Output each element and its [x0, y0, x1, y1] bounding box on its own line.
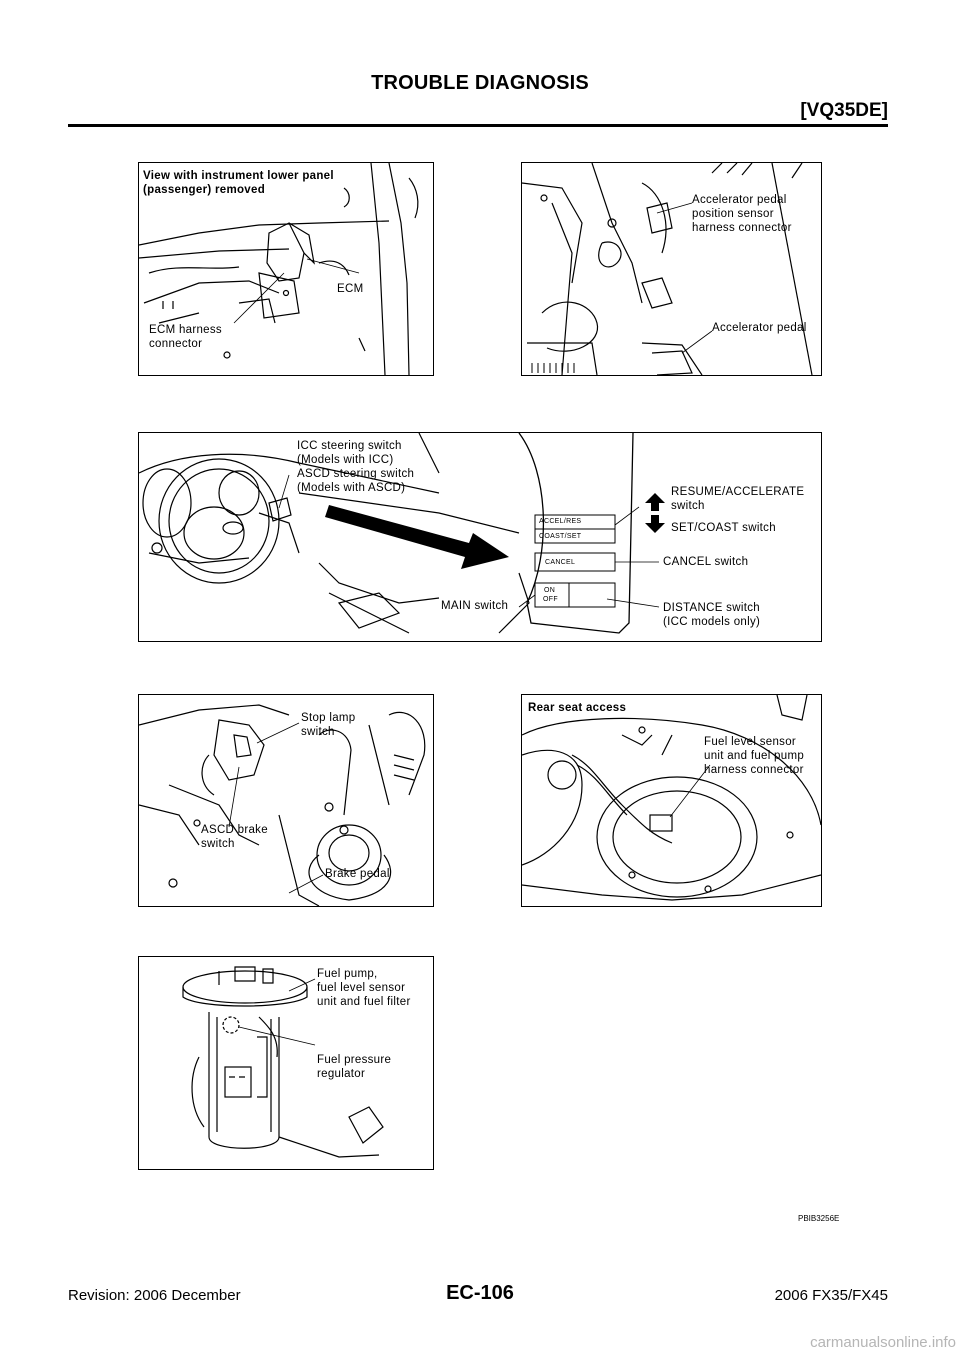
figure-reference-code: PBIB3256E [798, 1214, 840, 1223]
accel-sensor-label: Accelerator pedal position sensor harnes… [692, 194, 792, 234]
btn-cancel-label: CANCEL [545, 559, 576, 566]
rear-seat-heading: Rear seat access [528, 702, 627, 714]
ecm-heading-label: View with instrument lower panel (passen… [143, 170, 334, 196]
icc-ascd-switch-label: ICC steering switch (Models with ICC) AS… [297, 440, 415, 494]
fuel-pump-label: Fuel pump, fuel level sensor unit and fu… [317, 968, 411, 1008]
accelerator-figure: Accelerator pedal position sensor harnes… [521, 162, 822, 376]
ecm-harness-label: ECM harness connector [149, 324, 222, 350]
page-title: TROUBLE DIAGNOSIS [371, 72, 589, 94]
watermark: carmanualsonline.info [810, 1334, 956, 1351]
btn-coast-set-label: COAST/SET [539, 533, 582, 540]
btn-on-label: ON [544, 587, 556, 594]
brake-drawing [139, 704, 426, 906]
steering-drawing [139, 433, 665, 634]
ecm-figure: View with instrument lower panel (passen… [138, 162, 434, 376]
cancel-switch-label: CANCEL switch [663, 556, 749, 568]
page-number: EC-106 [446, 1282, 514, 1304]
brake-pedal-label: Brake pedal [325, 868, 390, 880]
accelerator-drawing [522, 163, 813, 375]
fuel-level-sensor-label: Fuel level sensor unit and fuel pump har… [704, 736, 805, 776]
resume-accelerate-label: RESUME/ACCELERATE switch [671, 486, 805, 512]
model-text: 2006 FX35/FX45 [774, 1287, 888, 1304]
ascd-brake-label: ASCD brake switch [201, 824, 268, 850]
engine-code: [VQ35DE] [800, 100, 888, 121]
fuel-pressure-regulator-label: Fuel pressure regulator [317, 1054, 392, 1080]
btn-off-label: OFF [543, 596, 558, 603]
rear-seat-drawing [522, 695, 821, 901]
main-switch-label: MAIN switch [441, 600, 509, 612]
btn-accel-res-label: ACCEL/RES [539, 518, 582, 525]
set-coast-label: SET/COAST switch [671, 522, 776, 534]
brake-figure: Stop lamp switch ASCD brake switch Brake… [138, 694, 434, 907]
steering-switch-figure: ACCEL/RES COAST/SET CANCEL ON OFF ICC st… [138, 432, 822, 642]
fuel-pump-drawing [182, 966, 384, 1158]
distance-switch-label: DISTANCE switch (ICC models only) [663, 602, 761, 628]
header-rule [68, 124, 888, 127]
rear-seat-figure: Rear seat access Fuel level sensor unit … [521, 694, 822, 907]
ecm-label: ECM [337, 283, 364, 295]
ecm-drawing [139, 163, 419, 375]
accel-pedal-label: Accelerator pedal [712, 322, 807, 334]
stop-lamp-label: Stop lamp switch [301, 712, 356, 738]
revision-text: Revision: 2006 December [68, 1287, 241, 1304]
fuel-pump-figure: Fuel pump, fuel level sensor unit and fu… [138, 956, 434, 1170]
